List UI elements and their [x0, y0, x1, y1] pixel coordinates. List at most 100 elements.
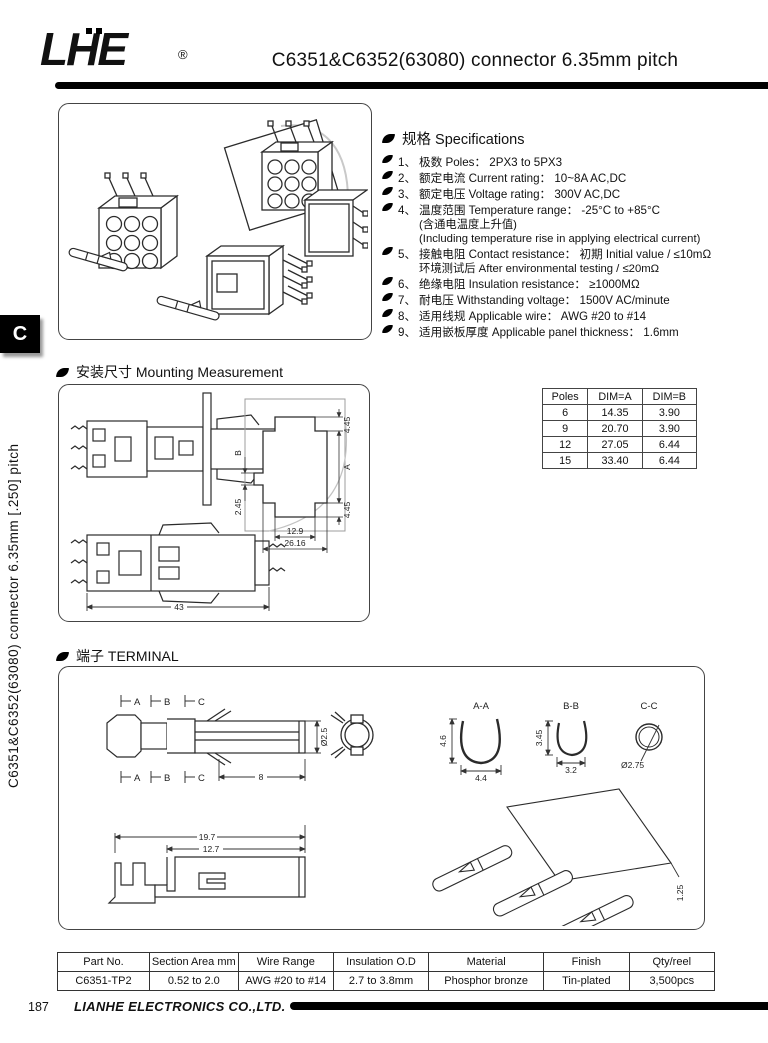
dim-sleeve-length-label: 12.7: [203, 844, 220, 854]
terminal-front-view: [330, 711, 374, 759]
col-material: Material: [428, 952, 545, 972]
marker-a-label: A: [134, 773, 141, 784]
item-bullet-icon: [381, 277, 394, 285]
cell-poles: 9: [541, 420, 589, 437]
cell-part-no: C6351-TP2: [57, 971, 150, 991]
terminal-side-view: [106, 708, 306, 766]
cell-material: Phosphor bronze: [428, 971, 545, 991]
spec-text: 接触电阻 Contact resistance： 初期 Initial valu…: [419, 247, 721, 276]
brand-logo-text: LHE: [40, 23, 128, 75]
dim-outer-width: 26.16: [284, 538, 306, 548]
cell-dim-b: 3.90: [641, 420, 698, 437]
cell-dim-b: 3.90: [641, 404, 698, 421]
dim-total-length: 43: [174, 602, 184, 612]
dim-total-length-label: 19.7: [199, 832, 216, 842]
spec-text: 温度范围 Temperature range： -25°C to +85°C (…: [419, 203, 721, 246]
marker-c-label: C: [198, 697, 205, 708]
dim-bottom: 4.45: [342, 501, 352, 518]
terminal-drawing: A B C A B C: [106, 695, 685, 926]
item-bullet-icon: [381, 187, 394, 195]
spec-number: 5、: [398, 248, 417, 261]
spec-number: 2、: [398, 172, 417, 185]
vertical-title: C6351&C6352(63080) connector 6.35mm [.25…: [6, 443, 21, 788]
dim-b: B: [233, 450, 243, 456]
terminal-heading: 端子 TERMINAL: [55, 646, 179, 666]
spec-text-line: (含通电温度上升值): [419, 219, 517, 231]
item-bullet-icon: [381, 325, 394, 333]
item-bullet-icon: [381, 171, 394, 179]
mounting-heading-text: 安装尺寸 Mounting Measurement: [76, 364, 283, 380]
cell-section-area: 0.52 to 2.0: [148, 971, 239, 991]
section-b-label: B-B: [563, 701, 579, 712]
cell-poles: 6: [541, 404, 589, 421]
cell-poles: 12: [541, 436, 589, 453]
cell-dim-a: 27.05: [587, 436, 643, 453]
dim-aa-width: 4.4: [475, 773, 487, 783]
dim-bb-width: 3.2: [565, 765, 577, 775]
parts-data-row: C6351-TP2 0.52 to 2.0 AWG #20 to #14 2.7…: [57, 971, 716, 991]
dim-bb-height: 3.45: [534, 729, 544, 746]
section-markers-top: [120, 695, 195, 707]
table-row: 15 33.40 6.44: [541, 452, 698, 469]
spec-item: 2、 额定电流 Current rating： 10~8A AC,DC: [381, 171, 721, 186]
spec-number: 7、: [398, 294, 417, 307]
spec-text: 适用线规 Applicable wire： AWG #20 to #14: [419, 310, 647, 323]
spec-text: 额定电压 Voltage rating： 300V AC,DC: [419, 188, 621, 201]
spec-number: 3、: [398, 188, 417, 201]
dim-a: A: [342, 464, 352, 470]
section-a-a: A-A 4.6 4.4: [438, 701, 502, 783]
spec-text-line: (Including temperature rise in applying …: [419, 233, 701, 245]
spec-number: 8、: [398, 310, 417, 323]
section-index-tab: C: [0, 315, 40, 353]
dim-aa-height: 4.6: [438, 735, 448, 747]
mounting-drawing: 43: [70, 392, 352, 612]
dim-b-col-header: DIM=B: [641, 388, 698, 405]
panel-cutout-view: 4.45 A 4.45 B 2.45 12.9 26.16: [233, 398, 352, 553]
cell-poles: 15: [541, 452, 589, 469]
parts-header-row: Part No. Section Area mm Wire Range Insu…: [57, 952, 716, 972]
section-c-label: C-C: [641, 701, 658, 712]
dim-a-col-header: DIM=A: [587, 388, 643, 405]
cell-dim-a: 20.70: [587, 420, 643, 437]
item-bullet-icon: [381, 293, 394, 301]
col-part-no: Part No.: [57, 952, 150, 972]
section-index-letter: C: [12, 322, 28, 345]
item-bullet-icon: [381, 155, 394, 163]
poles-col-header: Poles: [541, 388, 589, 405]
page-title: C6351&C6352(63080) connector 6.35mm pitc…: [271, 50, 679, 71]
spec-number: 1、: [398, 156, 417, 169]
logo-dot-icon: [86, 28, 92, 34]
col-insulation-od: Insulation O.D: [332, 952, 430, 972]
cell-dim-b: 6.44: [641, 452, 698, 469]
section-bullet-icon: [55, 367, 70, 377]
connector-isometric-drawing: [68, 119, 368, 321]
receptacle-drawing: [97, 172, 179, 270]
poles-dimension-table: Poles DIM=A DIM=B 6 14.35 3.90 9 20.70 3…: [541, 388, 698, 469]
cell-dim-b: 6.44: [641, 436, 698, 453]
spec-text: 绝缘电阻 Insulation resistance： ≥1000MΩ: [419, 278, 640, 291]
cell-finish: Tin-plated: [543, 971, 630, 991]
spec-item: 9、 适用嵌板厚度 Applicable panel thickness： 1.…: [381, 325, 721, 340]
spec-text-line: 环境测试后 After environmental testing / ≤20m…: [419, 263, 660, 275]
cell-dim-a: 14.35: [587, 404, 643, 421]
section-bullet-icon: [381, 134, 396, 143]
spec-item: 7、 耐电压 Withstanding voltage： 1500V AC/mi…: [381, 293, 721, 308]
page-number: 187: [28, 1000, 49, 1014]
cell-insulation-od: 2.7 to 3.8mm: [332, 971, 430, 991]
specifications-heading-text: 规格 Specifications: [402, 132, 525, 148]
table-row: 12 27.05 6.44: [541, 436, 698, 453]
terminal-heading-text: 端子 TERMINAL: [76, 648, 179, 664]
col-finish: Finish: [543, 952, 630, 972]
mounting-drawing-box: 43: [58, 384, 370, 622]
terminal-drawing-box: A B C A B C: [58, 666, 705, 930]
cell-wire-range: AWG #20 to #14: [237, 971, 334, 991]
spec-number: 9、: [398, 326, 417, 339]
spec-text: 适用嵌板厚度 Applicable panel thickness： 1.6mm: [419, 326, 679, 339]
col-qty-reel: Qty/reel: [628, 952, 716, 972]
col-section-area: Section Area mm: [148, 952, 239, 972]
terminal-length-view: 19.7 12.7: [107, 825, 306, 904]
dim-barrel-length-label: 8: [259, 772, 264, 782]
mated-pair-view: [70, 522, 286, 604]
spec-item: 6、 绝缘电阻 Insulation resistance： ≥1000MΩ: [381, 277, 721, 292]
cell-qty-reel: 3,500pcs: [628, 971, 716, 991]
